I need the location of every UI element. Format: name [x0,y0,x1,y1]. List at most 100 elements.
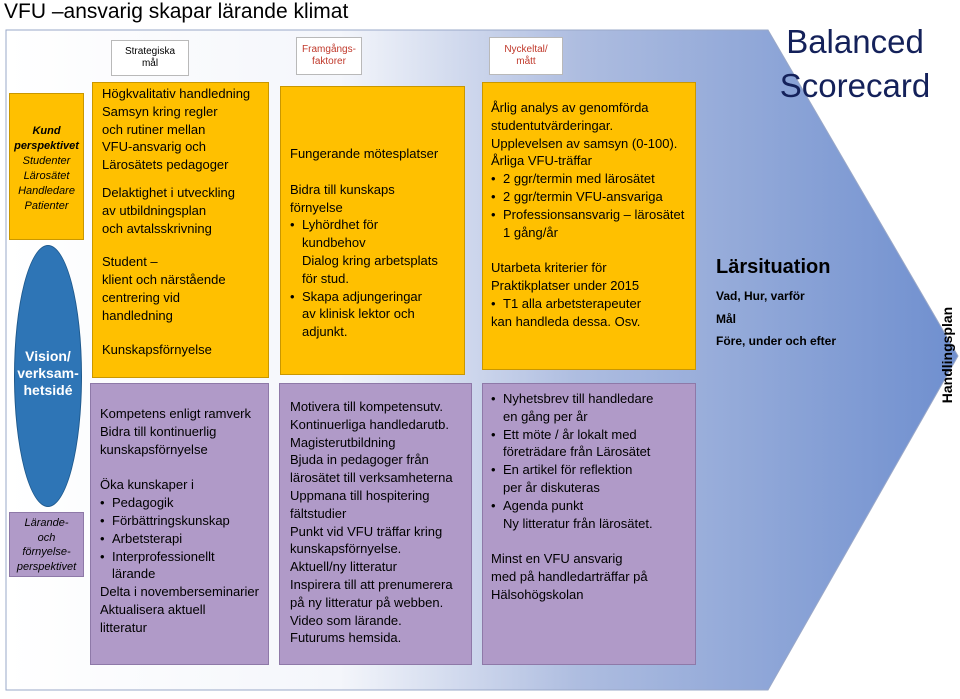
spacer [100,458,268,476]
goal-lower-line: lärande [112,566,156,582]
metric-line: studentutvärderingar. [491,117,614,133]
spacer [102,325,268,341]
kund-label: Kund [32,125,61,137]
header-framgang-line-2: faktorer [312,56,346,67]
goal-line: Student – [102,254,158,270]
kund-item-patienter: Patienter [24,200,69,212]
factor-line: Dialog kring arbetsplats [302,252,438,268]
goal-lower-bullet: Interprofessionellt [100,548,268,566]
metric-lower-line: med på handledarträffar på [491,569,648,585]
header-nyckeltal: Nyckeltal/ mått [489,37,563,75]
goal-lower-bullet: Förbättringskunskap [100,512,268,530]
goal-line: Delaktighet i utveckling [102,184,235,200]
factor-line: av klinisk lektor och [302,306,415,322]
factor-line: Fungerande mötesplatser [290,146,439,161]
header-strategiska-mal: Strategiska mål [111,40,189,76]
factor-lower-line: Inspirera till att prenumerera [290,576,453,592]
metric-line: Praktikplatser under 2015 [491,278,640,294]
goal-line: handledning [102,307,173,323]
vision-line-3: hetsidé [23,382,73,398]
factor-line: Bidra till kunskaps [290,181,395,197]
factor-lower-line: lärosätet till verksamheterna [290,470,453,486]
factor-lower-line: Futurums hemsida. [290,630,402,646]
factor-lower-line: Video som lärande. [290,612,402,628]
learning-perspective-box: Lärande- och förnyelse- perspektivet [9,512,84,577]
header-framgangsfaktorer: Framgångs- faktorer [296,37,362,75]
factor-bullet: Skapa adjungeringar [290,288,464,306]
kund-item-handledare: Handledare [18,185,75,197]
factor-line: förnyelse [290,199,343,215]
spacer [102,174,268,184]
header-framgang-line-1: Framgångs- [302,44,356,55]
spacer [491,532,695,550]
goal-line: centrering vid [102,289,181,305]
vision-ellipse [14,245,82,507]
metric-lower-line: företrädare från Lärosätet [503,444,651,460]
header-strategiska-line-1: Strategiska [124,46,176,57]
header-nyckeltal-line-1: Nyckeltal/ [504,44,548,55]
factor-lower-line: fältstudier [290,505,347,521]
goal-lower-line: Kompetens enligt ramverk [100,406,252,421]
metric-line: kan handleda dessa. Osv. [491,313,641,329]
metric-lower-bullet: Nyhetsbrev till handledare [491,390,695,408]
vision-line-1: Vision/ [25,348,71,364]
factor-lower-line: Punkt vid VFU träffar kring [290,523,443,539]
larande-line-1: Lärande- [24,517,69,529]
vision-line-2: verksam- [17,365,79,381]
factor-lower-line: Kontinuerliga handledarutb. [290,416,450,432]
goal-lower-line: kunskapsförnyelse [100,441,208,457]
spacer [290,163,464,181]
larsituation-line-2: Mål [716,312,737,326]
metric-lower-bullet: En artikel för reflektion [491,461,695,479]
goal-lower-bullet: Pedagogik [100,494,268,512]
metric-lower-bullet: Agenda punkt [491,497,695,515]
bsc-line-2: Scorecard [779,67,931,104]
goal-lower-bullet: Arbetsterapi [100,530,268,548]
goal-line: av utbildningsplan [102,202,207,218]
goal-line: och avtalsskrivning [102,220,212,236]
kund-item-studenter: Studenter [22,155,71,167]
factor-lower-line: Aktuell/ny litteratur [290,559,397,575]
goal-line: Samsyn kring regler [102,103,218,119]
metric-bullet: 2 ggr/termin med lärosätet [491,170,695,188]
goal-line: och rutiner mellan [102,121,206,137]
factor-bullet: Lyhördhet för [290,216,464,234]
kund-item-larosatet: Lärosätet [23,170,70,182]
factor-line: för stud. [302,270,349,286]
metric-line: Utarbeta kriterier för [491,260,607,276]
metric-lower-bullet: Ett möte / år lokalt med [491,426,695,444]
goal-line: Högkvalitativ handledning [102,86,251,101]
metric-lower-line: Ny litteratur från lärosätet. [503,515,653,531]
goal-lower-line: Öka kunskaper i [100,477,194,493]
larande-line-2: och [37,531,56,544]
header-strategiska-line-2: mål [141,58,159,69]
goal-lower-line: litteratur [100,619,147,635]
metric-lower-line: Hälsohögskolan [491,586,584,602]
perspektivet-label: perspektivet [14,140,79,152]
larsituation-line-3: Före, under och efter [716,334,837,348]
metric-line: 1 gång/år [503,224,558,240]
goals-upper-box: Högkvalitativ handledning Samsyn kring r… [92,82,269,378]
goal-lower-line: Aktualisera aktuell [100,601,206,617]
bsc-line-1: Balanced [786,23,924,60]
factors-lower-box: Motivera till kompetensutv. Kontinuerlig… [279,383,472,665]
goal-lower-line: Delta i novemberseminarier [100,584,259,600]
handlingsplan-label: Handlingsplan [939,306,955,404]
metrics-lower-box: Nyhetsbrev till handledare en gång per å… [482,383,696,665]
spacer [491,241,695,259]
factors-upper-box: Fungerande mötesplatser Bidra till kunsk… [280,86,465,375]
larsituation-title: Lärsituation [716,256,831,278]
metric-bullet: T1 alla arbetsterapeuter [491,295,695,313]
factor-lower-line: Motivera till kompetensutv. [290,399,443,414]
metric-lower-line: Minst en VFU ansvarig [491,551,623,567]
larande-line-3: förnyelse- [22,546,71,558]
factor-lower-line: Magisterutbildning [290,434,396,450]
page-title: VFU –ansvarig skapar lärande klimat [4,0,349,23]
goals-lower-box: Kompetens enligt ramverk Bidra till kont… [90,383,269,665]
metric-lower-line: en gång per år [503,408,588,424]
factor-lower-line: Uppmana till hospitering [290,487,430,503]
factor-lower-line: på ny litteratur på webben. [290,594,444,610]
goal-line: Kunskapsförnyelse [102,341,212,357]
larsituation-line-1: Vad, Hur, varför [716,289,805,303]
vision-label: Vision/ verksam- hetsidé [14,348,82,399]
